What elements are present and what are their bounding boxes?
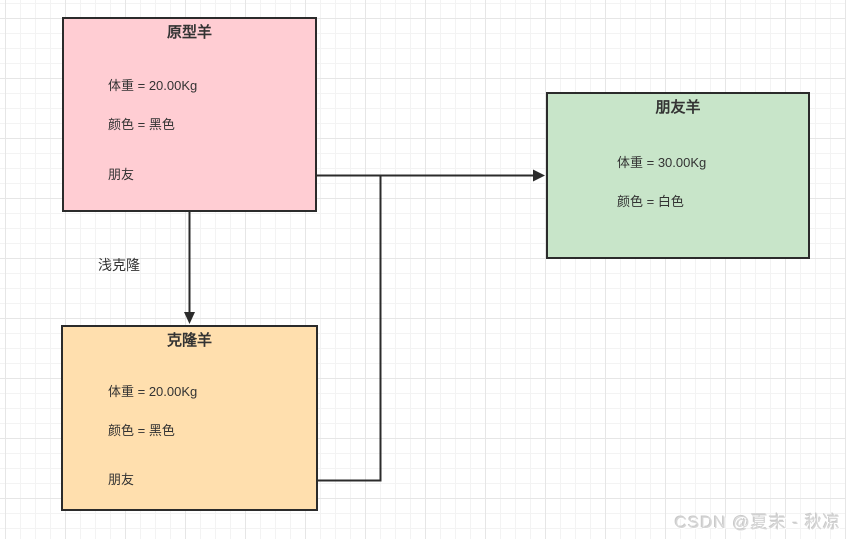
field-weight: 体重 = 20.00Kg bbox=[108, 78, 198, 93]
node-prototype-sheep: 原型羊 体重 = 20.00Kg 颜色 = 黑色 朋友 bbox=[62, 17, 317, 212]
field-color: 颜色 = 黑色 bbox=[108, 423, 175, 438]
field-color: 颜色 = 白色 bbox=[617, 194, 684, 209]
node-title: 原型羊 bbox=[166, 24, 212, 41]
node-friend-sheep: 朋友羊 体重 = 30.00Kg 颜色 = 白色 bbox=[546, 92, 810, 259]
node-title: 克隆羊 bbox=[166, 332, 212, 349]
node-title: 朋友羊 bbox=[655, 99, 701, 116]
arrow-shallow-clone bbox=[184, 212, 195, 324]
node-clone-sheep: 克隆羊 体重 = 20.00Kg 颜色 = 黑色 朋友 bbox=[61, 325, 318, 511]
field-weight: 体重 = 20.00Kg bbox=[108, 384, 198, 399]
field-weight: 体重 = 30.00Kg bbox=[617, 155, 707, 170]
edge-label-shallow-clone: 浅克隆 bbox=[98, 257, 140, 273]
field-color: 颜色 = 黑色 bbox=[108, 117, 175, 132]
field-friend: 朋友 bbox=[108, 472, 135, 487]
watermark: CSDN @夏末 - 秋凉 bbox=[674, 513, 841, 532]
field-friend: 朋友 bbox=[108, 167, 135, 182]
